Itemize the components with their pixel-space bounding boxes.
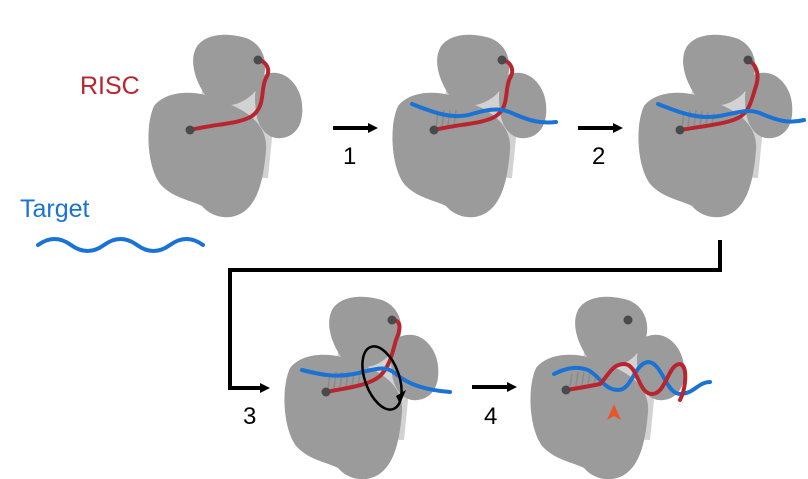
target-strand	[656, 102, 806, 124]
step-label-3: 3	[243, 403, 256, 430]
risc-state-cleavage	[530, 296, 712, 479]
step-label-4: 4	[484, 403, 497, 430]
risc-state-empty	[148, 34, 303, 218]
risc-state-extended-pairing	[638, 34, 806, 218]
rotation-arrow	[361, 345, 403, 411]
cleavage-site-marker	[607, 404, 621, 420]
risc-state-rotation	[284, 296, 452, 479]
guide-strand	[432, 58, 515, 132]
risc-state-seed-pairing	[392, 34, 558, 218]
guide-strand	[188, 58, 271, 132]
anchor-dot	[623, 315, 633, 325]
step-label-1: 1	[343, 143, 356, 170]
guide-strand	[678, 58, 760, 132]
anchor-dot	[253, 55, 263, 65]
anchor-dot	[743, 55, 753, 65]
anchor-dot	[429, 125, 439, 135]
target-strand	[300, 366, 452, 394]
step-label-2: 2	[592, 143, 605, 170]
target-legend-wave	[36, 237, 205, 253]
anchor-dot	[497, 55, 507, 65]
risc-label: RISC	[80, 72, 140, 100]
anchor-dot	[185, 125, 195, 135]
anchor-dot	[387, 315, 397, 325]
target-label: Target	[20, 195, 90, 223]
connector-line	[228, 240, 722, 393]
guide-strand	[564, 361, 688, 402]
anchor-dot	[321, 387, 331, 397]
target-strand	[410, 102, 558, 125]
anchor-dot	[675, 125, 685, 135]
rotation-arrowhead	[396, 390, 406, 404]
anchor-dot	[561, 385, 571, 395]
